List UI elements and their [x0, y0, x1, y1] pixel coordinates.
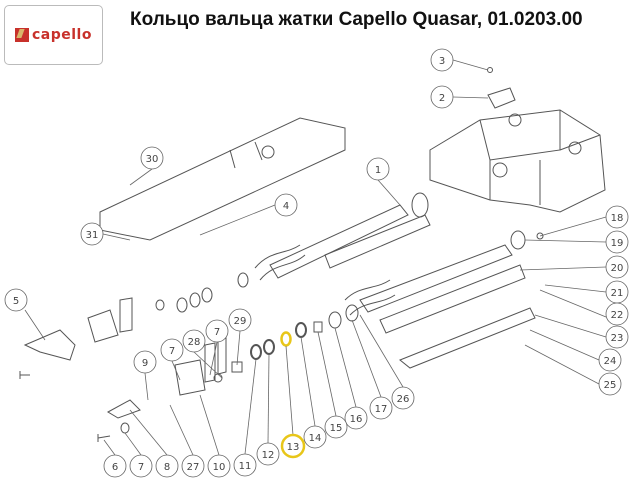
callout-11[interactable]: 11: [233, 453, 257, 477]
callout-15[interactable]: 15: [324, 415, 348, 439]
page-title: Кольцо вальца жатки Capello Quasar, 01.0…: [130, 9, 583, 30]
svg-text:7: 7: [169, 346, 175, 357]
logo-text: capello: [32, 27, 92, 43]
callout-7-upper[interactable]: 7: [205, 319, 229, 343]
callout-29[interactable]: 29: [228, 308, 252, 332]
svg-text:3: 3: [439, 56, 445, 67]
callout-4[interactable]: 4: [274, 193, 298, 217]
callout-23[interactable]: 23: [605, 325, 629, 349]
svg-text:4: 4: [283, 201, 289, 212]
svg-text:19: 19: [611, 238, 624, 249]
callout-10[interactable]: 10: [207, 454, 231, 478]
callout-21[interactable]: 21: [605, 280, 629, 304]
svg-text:21: 21: [611, 288, 624, 299]
frame-beam: [99, 117, 346, 241]
svg-text:14: 14: [309, 433, 322, 444]
svg-text:23: 23: [611, 333, 624, 344]
callout-17[interactable]: 17: [369, 396, 393, 420]
callout-1[interactable]: 1: [366, 157, 390, 181]
callout-8[interactable]: 8: [155, 454, 179, 478]
svg-text:22: 22: [611, 310, 624, 321]
callout-6[interactable]: 6: [103, 454, 127, 478]
callout-16[interactable]: 16: [344, 406, 368, 430]
svg-text:31: 31: [86, 230, 99, 241]
svg-text:1: 1: [375, 165, 381, 176]
svg-text:6: 6: [112, 462, 118, 473]
roller-shaft-2: [359, 244, 513, 313]
svg-text:15: 15: [330, 423, 343, 434]
callout-18[interactable]: 18: [605, 205, 629, 229]
callout-3[interactable]: 3: [430, 48, 454, 72]
svg-text:26: 26: [397, 394, 410, 405]
callout-19[interactable]: 19: [605, 230, 629, 254]
svg-text:28: 28: [188, 337, 201, 348]
callout-26[interactable]: 26: [391, 386, 415, 410]
callout-9[interactable]: 9: [133, 350, 157, 374]
diagram-parts: [19, 67, 606, 442]
gearbox: [429, 109, 606, 213]
callout-5[interactable]: 5: [4, 288, 28, 312]
callout-30[interactable]: 30: [140, 146, 164, 170]
callout-20[interactable]: 20: [605, 255, 629, 279]
callout-7-lower[interactable]: 7: [129, 454, 153, 478]
svg-text:20: 20: [611, 263, 624, 274]
callout-12[interactable]: 12: [256, 442, 280, 466]
callout-28[interactable]: 28: [182, 329, 206, 353]
svg-text:11: 11: [239, 461, 252, 472]
logo-icon: [15, 28, 29, 42]
callout-31[interactable]: 31: [80, 222, 104, 246]
callout-14[interactable]: 14: [303, 425, 327, 449]
svg-text:30: 30: [146, 154, 159, 165]
callout-24[interactable]: 24: [598, 348, 622, 372]
leader-lines: [24, 59, 607, 456]
svg-text:7: 7: [138, 462, 144, 473]
callout-13-highlighted[interactable]: 13: [280, 433, 306, 459]
roller-shaft-1: [269, 204, 409, 279]
svg-text:27: 27: [187, 462, 200, 473]
callout-27[interactable]: 27: [181, 454, 205, 478]
callout-2[interactable]: 2: [430, 85, 454, 109]
svg-text:29: 29: [234, 316, 247, 327]
svg-text:7: 7: [214, 327, 220, 338]
brand-logo: capello: [4, 5, 103, 65]
callout-7-middle[interactable]: 7: [160, 338, 184, 362]
svg-text:17: 17: [375, 404, 388, 415]
svg-text:16: 16: [350, 414, 363, 425]
svg-text:9: 9: [142, 358, 148, 369]
svg-text:12: 12: [262, 450, 275, 461]
svg-text:25: 25: [604, 380, 617, 391]
svg-text:13: 13: [287, 442, 300, 453]
svg-text:2: 2: [439, 93, 445, 104]
svg-text:10: 10: [213, 462, 226, 473]
svg-text:8: 8: [164, 462, 170, 473]
svg-text:5: 5: [13, 296, 19, 307]
callout-22[interactable]: 22: [605, 302, 629, 326]
svg-text:18: 18: [611, 213, 624, 224]
callout-25[interactable]: 25: [598, 372, 622, 396]
svg-text:24: 24: [604, 356, 617, 367]
part-13-ring: [280, 331, 292, 347]
part-2-plate: [487, 87, 516, 109]
